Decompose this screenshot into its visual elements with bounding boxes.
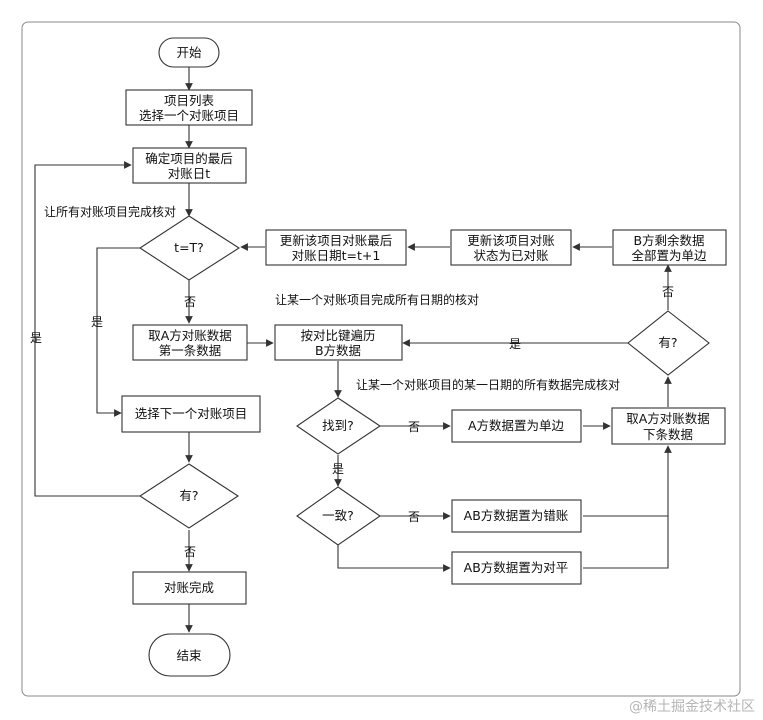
a-single-side-process: A方数据置为单边 [451, 409, 582, 443]
update-status-process: 更新该项目对账 状态为已对账 [450, 229, 572, 266]
select-next-project-process: 选择下一个对账项目 [121, 395, 261, 433]
consistent-label: 一致? [322, 508, 354, 523]
ab-error-label: AB方数据置为错账 [464, 508, 569, 523]
note-all-projects: 让所有对账项目完成核对 [44, 204, 176, 219]
has-more-a-decision: 有? [627, 310, 710, 376]
take-a-next-line-1: 取A方对账数据 [626, 411, 710, 426]
determine-last-date-line-1: 确定项目的最后 [145, 151, 233, 166]
label-check-no: 否 [184, 295, 196, 309]
label-has-more-projects-yes: 是 [30, 331, 42, 345]
start-terminal: 开始 [158, 37, 220, 68]
label-has-more-a-no: 否 [662, 285, 674, 299]
b-remaining-line-2: 全部置为单边 [631, 248, 707, 263]
b-remaining-line-1: B方剩余数据 [633, 233, 704, 248]
ab-balanced-process: AB方数据置为对平 [451, 551, 582, 585]
project-list-line-2: 选择一个对账项目 [139, 108, 239, 123]
update-date-process: 更新该项目对账最后 对账日期t=t+1 [265, 229, 407, 266]
check-t-decision: t=T? [138, 215, 241, 281]
determine-last-date-line-2: 对账日t [168, 166, 211, 181]
watermark-text: @稀土掘金技术社区 [629, 699, 755, 715]
has-more-a-label: 有? [658, 335, 677, 350]
edge-ab-balanced-to-take-a-next [583, 516, 669, 569]
edge-ab-error-to-take-a-next [583, 445, 672, 517]
end-terminal: 结束 [148, 633, 231, 677]
has-more-projects-decision: 有? [138, 463, 240, 529]
check-t-label: t=T? [174, 240, 204, 255]
edge-consistent-yes-to-ab-balanced [337, 545, 451, 572]
traverse-b-line-2: B方数据 [315, 343, 361, 358]
take-a-first-line-1: 取A方对账数据 [148, 328, 232, 343]
edge-has-more-projects-yes-to-last-date [34, 161, 140, 497]
take-a-first-line-2: 第一条数据 [159, 343, 222, 358]
traverse-b-line-1: 按对比键遍历 [300, 328, 375, 343]
has-more-projects-label: 有? [179, 488, 198, 503]
update-status-line-1: 更新该项目对账 [467, 233, 555, 248]
edges [34, 67, 672, 633]
label-has-more-projects-no: 否 [184, 545, 196, 559]
found-decision: 找到? [296, 397, 381, 455]
determine-last-date-process: 确定项目的最后 对账日t [132, 147, 247, 184]
label-has-more-a-yes: 是 [509, 337, 521, 351]
edge-check-yes-to-select-next [96, 247, 140, 417]
b-remaining-process: B方剩余数据 全部置为单边 [612, 229, 727, 266]
project-list-process: 项目列表 选择一个对账项目 [125, 89, 253, 126]
ab-error-process: AB方数据置为错账 [451, 499, 582, 533]
finish-process: 对账完成 [132, 571, 247, 605]
label-consistent-no: 否 [408, 510, 420, 524]
found-label: 找到? [322, 418, 354, 433]
start-label: 开始 [176, 45, 202, 60]
update-date-line-1: 更新该项目对账最后 [280, 233, 393, 248]
update-date-line-2: 对账日期t=t+1 [292, 248, 381, 263]
label-check-yes: 是 [91, 315, 103, 329]
consistent-decision: 一致? [296, 486, 381, 546]
diagram-frame [21, 21, 741, 697]
ab-balanced-label: AB方数据置为对平 [464, 560, 569, 575]
take-a-next-line-2: 下条数据 [643, 427, 693, 442]
label-found-no: 否 [408, 420, 420, 434]
note-one-project-all-dates: 让某一个对账项目完成所有日期的核对 [275, 292, 479, 307]
traverse-b-process: 按对比键遍历 B方数据 [274, 324, 403, 361]
select-next-project-label: 选择下一个对账项目 [135, 406, 248, 421]
take-a-next-process: 取A方对账数据 下条数据 [611, 407, 726, 445]
label-found-yes: 是 [332, 462, 344, 476]
update-status-line-2: 状态为已对账 [473, 248, 549, 263]
take-a-first-process: 取A方对账数据 第一条数据 [132, 324, 248, 361]
project-list-line-1: 项目列表 [164, 93, 215, 108]
end-label: 结束 [176, 648, 202, 663]
note-one-date-all-data: 让某一个对账项目的某一日期的所有数据完成核对 [356, 377, 620, 392]
a-single-side-label: A方数据置为单边 [468, 418, 565, 433]
finish-label: 对账完成 [164, 580, 214, 595]
